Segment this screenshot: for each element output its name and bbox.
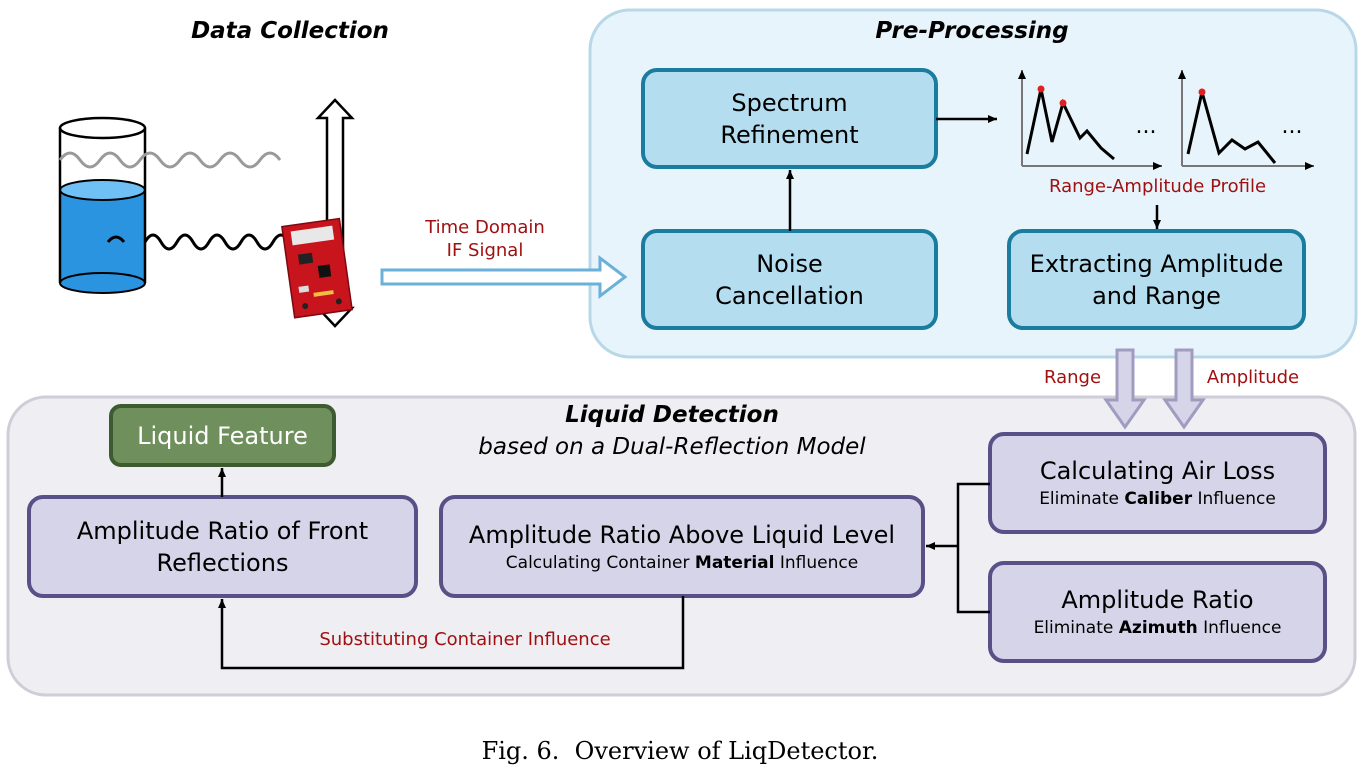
substituting-label: Substituting Container Influence [319,629,611,650]
liquid-detection-title: Liquid Detection [565,402,779,428]
liquid-detection-subtitle: based on a Dual-Reflection Model [478,434,866,460]
air-loss-title: Calculating Air Loss [1039,457,1276,485]
above-liquid-level-label: Amplitude Ratio Above Liquid Level Calcu… [441,497,923,596]
beaker-icon [58,116,147,294]
front-reflections-label: Amplitude Ratio of Front Reflections [29,497,416,596]
range-label: Range [1043,367,1102,388]
figure-caption: Fig. 6. Overview of LiqDetector. [481,737,879,765]
spectrum-line1: Spectrum [731,88,848,117]
extract-line1: Extracting Amplitude [1029,249,1284,278]
liquid-feature-box [109,404,336,467]
vertical-move-arrow-icon [315,98,355,328]
above-level-title: Amplitude Ratio Above Liquid Level [468,520,896,549]
range-amplitude-plot-1 [1018,70,1162,170]
range-amplitude-profile-label: Range-Amplitude Profile [1048,176,1267,197]
spectrum-line2: Refinement [720,120,859,149]
bracket-connector [956,482,990,614]
amplitude-label: Amplitude [1206,367,1300,388]
data-collection-title: Data Collection [191,18,389,44]
amp-ratio-sub: Eliminate Azimuth Influence [1033,618,1282,638]
reflection-wave-upper [58,151,282,169]
air-loss-sub: Eliminate Caliber Influence [1039,489,1276,509]
signal-label-line2: IF Signal [446,240,524,261]
radar-board-icon [281,217,353,319]
spectrum-refinement-label: Spectrum Refinement [643,70,936,167]
noise-line2: Cancellation [715,281,864,310]
ellipsis-1: ... [1135,114,1157,139]
liquid-feature-label: Liquid Feature [111,406,334,465]
range-arrow [1103,348,1147,430]
if-signal-arrow [380,254,628,300]
noise-cancellation-label: Noise Cancellation [643,231,936,328]
range-amplitude-plot-2 [1178,70,1314,170]
extracting-amplitude-box [1007,229,1306,330]
noise-line1: Noise [756,249,823,278]
substituting-connector [218,596,685,670]
front-line2: Reflections [156,548,289,577]
extracting-amplitude-label: Extracting Amplitude and Range [1009,231,1304,328]
extract-line2: and Range [1092,281,1221,310]
reflection-wave-lower [106,233,291,251]
amplitude-arrow [1162,348,1206,430]
liquid-feature-title: Liquid Feature [137,421,308,450]
front-line1: Amplitude Ratio of Front [76,516,369,545]
air-loss-label: Calculating Air Loss Eliminate Caliber I… [990,434,1325,532]
above-level-sub: Calculating Container Material Influence [505,552,859,573]
amplitude-ratio-label: Amplitude Ratio Eliminate Azimuth Influe… [990,563,1325,661]
signal-label-line1: Time Domain [425,217,545,238]
pre-processing-title: Pre-Processing [875,18,1069,44]
ellipsis-2: ... [1281,114,1303,139]
amp-ratio-title: Amplitude Ratio [1061,586,1254,614]
